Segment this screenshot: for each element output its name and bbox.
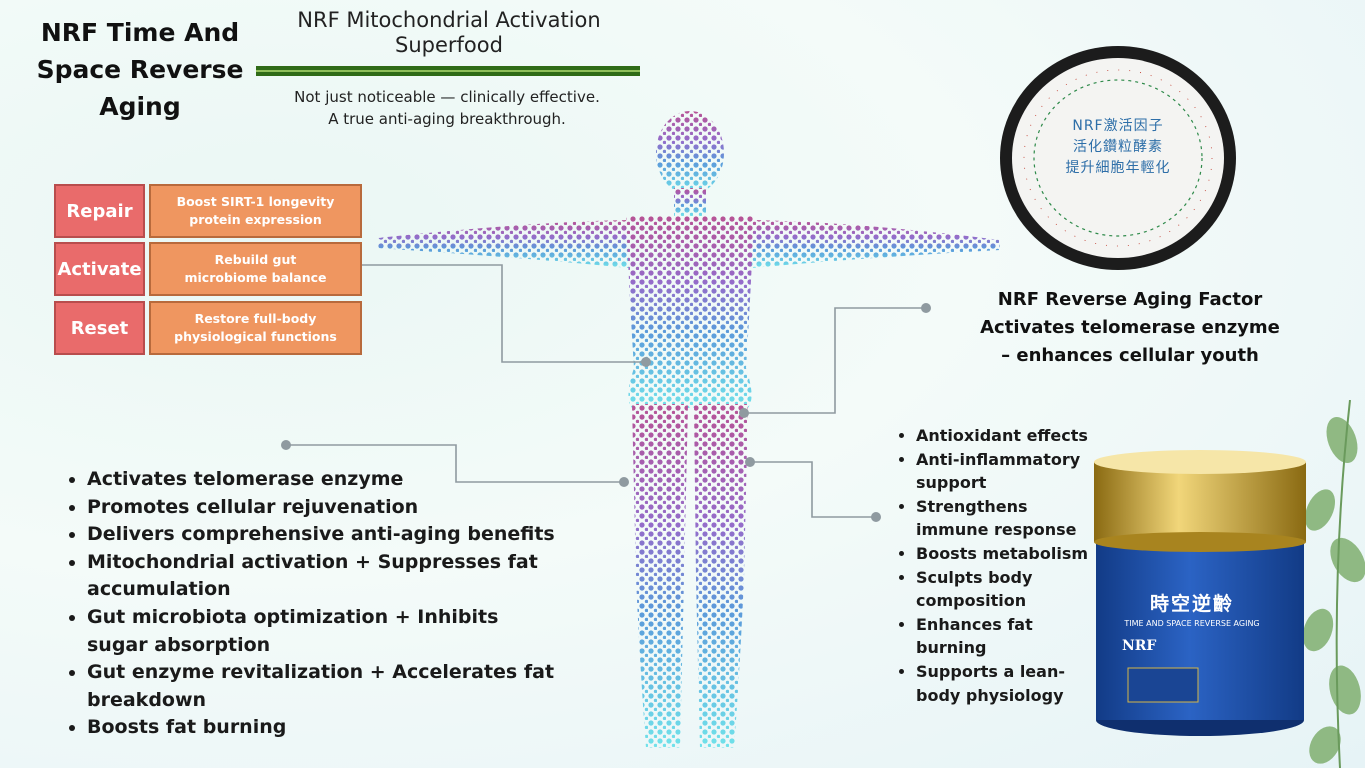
- list-item: Supports a lean-body physiology: [916, 660, 1102, 707]
- seal-line: NRF激活因子: [1072, 118, 1164, 134]
- factor-line: – enhances cellular youth: [1001, 345, 1259, 366]
- list-item: Anti-inflammatory support: [916, 448, 1102, 495]
- action-row-repair: Repair Boost SIRT-1 longevity protein exp…: [54, 184, 362, 238]
- list-item: Activates telomerase enzyme: [87, 466, 563, 494]
- action-desc-line: Restore full-body: [194, 311, 317, 326]
- seal-line: 提升細胞年輕化: [1065, 160, 1171, 176]
- action-desc-line: Rebuild gut: [214, 252, 297, 267]
- list-item: Boosts fat burning: [87, 714, 563, 742]
- tagline-line-2: A true anti-aging breakthrough.: [328, 110, 566, 128]
- factor-callout: NRF Reverse Aging Factor Activates telom…: [962, 286, 1298, 370]
- action-description: Boost SIRT-1 longevity protein expression: [149, 184, 362, 238]
- seal-line: 活化鑽粒酵素: [1073, 139, 1163, 155]
- list-item: Promotes cellular rejuvenation: [87, 494, 563, 522]
- human-figure-icon: [378, 111, 1000, 748]
- product-label: 時空逆齡 TIME AND SPACE REVERSE AGING NRF: [1112, 592, 1272, 654]
- product-brand: NRF: [1122, 638, 1157, 654]
- factor-line: Activates telomerase enzyme: [980, 317, 1280, 338]
- action-desc-line: microbiome balance: [184, 270, 327, 285]
- list-item: Enhances fat burning: [916, 613, 1102, 660]
- action-desc-line: protein expression: [189, 212, 322, 227]
- seal-badge-icon: [1000, 46, 1236, 270]
- leaf-icon: [1302, 400, 1365, 768]
- list-item: Sculpts body composition: [916, 566, 1102, 613]
- action-row-reset: Reset Restore full-body physiological fun…: [54, 301, 362, 355]
- left-benefit-list: Activates telomerase enzyme Promotes cel…: [63, 466, 563, 742]
- list-item: Mitochondrial activation + Suppresses fa…: [87, 549, 563, 604]
- seal-text: NRF激活因子 活化鑽粒酵素 提升細胞年輕化: [1054, 116, 1182, 179]
- action-label: Repair: [54, 184, 145, 238]
- product-name-cn: 時空逆齡: [1149, 593, 1234, 615]
- sub-title: NRF Mitochondrial Activation Superfood: [297, 8, 601, 57]
- action-desc-line: physiological functions: [174, 329, 337, 344]
- action-description: Rebuild gut microbiome balance: [149, 242, 362, 296]
- list-item: Delivers comprehensive anti-aging benefi…: [87, 521, 563, 549]
- title-underline: [256, 66, 640, 76]
- list-item: Antioxidant effects: [916, 424, 1102, 448]
- list-item: Strengthens immune response: [916, 495, 1102, 542]
- action-label: Activate: [54, 242, 145, 296]
- factor-line: NRF Reverse Aging Factor: [997, 289, 1263, 310]
- action-description: Restore full-body physiological functions: [149, 301, 362, 355]
- main-title: NRF Time And Space Reverse Aging: [36, 18, 244, 121]
- product-can-icon: [1094, 450, 1306, 736]
- action-desc-line: Boost SIRT-1 longevity: [176, 194, 335, 209]
- action-label: Reset: [54, 301, 145, 355]
- product-name-en: TIME AND SPACE REVERSE AGING: [1124, 619, 1260, 628]
- right-benefit-list: Antioxidant effects Anti-inflammatory su…: [892, 424, 1102, 707]
- list-item: Boosts metabolism: [916, 542, 1102, 566]
- list-item: Gut enzyme revitalization + Accelerates …: [87, 659, 563, 714]
- action-row-activate: Activate Rebuild gut microbiome balance: [54, 242, 362, 296]
- tagline: Not just noticeable — clinically effecti…: [258, 86, 636, 130]
- list-item: Gut microbiota optimization + Inhibits s…: [87, 604, 563, 659]
- tagline-line-1: Not just noticeable — clinically effecti…: [294, 88, 600, 106]
